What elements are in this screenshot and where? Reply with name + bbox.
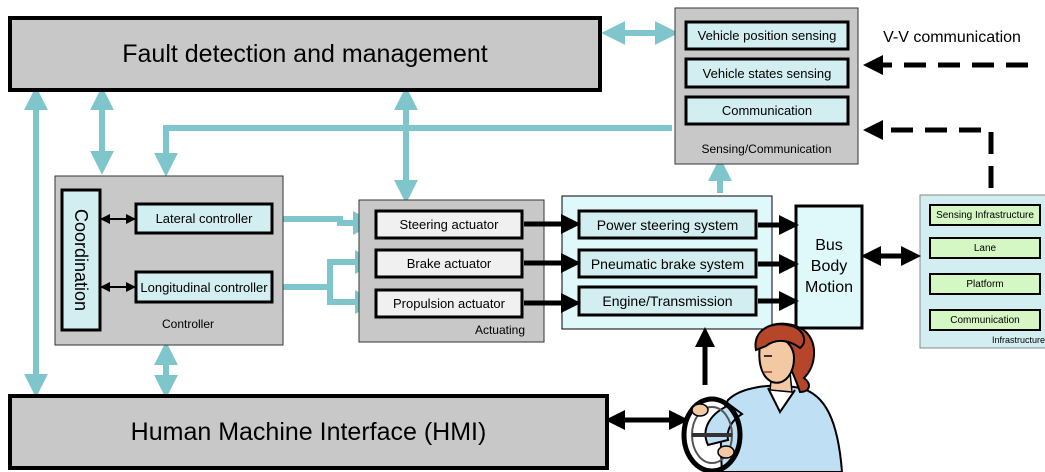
sensing-item-2: Vehicle states sensing bbox=[702, 65, 832, 81]
actuator-label-2: Brake actuator bbox=[406, 256, 492, 271]
coordination-label: Coordination bbox=[71, 208, 92, 312]
system-label-1: Power steering system bbox=[596, 216, 739, 233]
sensing-caption: Sensing/Communication bbox=[701, 142, 832, 156]
driver-illustration bbox=[681, 322, 844, 472]
bus-label-line3: Motion bbox=[804, 279, 854, 296]
arrow-sensing-controller bbox=[154, 125, 672, 177]
infrastructure-caption: Infrastructure bbox=[991, 335, 1045, 345]
longitudinal-label: Longitudinal controller bbox=[140, 279, 268, 295]
sensing-item-3: Communication bbox=[721, 103, 813, 118]
bus-label-line2: Body bbox=[810, 258, 848, 275]
actuator-label-3: Propulsion actuator bbox=[392, 296, 505, 311]
infra-dashed-arrow bbox=[863, 120, 994, 188]
sensing-item-box-3 bbox=[684, 95, 850, 126]
hmi-box bbox=[8, 394, 609, 470]
infra-label-3: Platform bbox=[966, 278, 1004, 290]
arrow-long-propulsion bbox=[274, 284, 379, 314]
bus-label-line1: Bus bbox=[815, 237, 843, 254]
fault-title: Fault detection and management bbox=[122, 39, 488, 68]
lateral-label: Lateral controller bbox=[155, 211, 253, 226]
sensing-item-1: Vehicle position sensing bbox=[697, 28, 837, 43]
sensing-item-box-2 bbox=[684, 57, 850, 89]
infra-box-2 bbox=[929, 237, 1041, 259]
longitudinal-box bbox=[134, 270, 274, 304]
actuating-caption: Actuating bbox=[474, 323, 526, 337]
actuator-label-1: Steering actuator bbox=[399, 217, 499, 232]
infra-label-4: Communication bbox=[950, 314, 1020, 326]
lateral-box bbox=[134, 202, 274, 235]
controller-caption: Controller bbox=[161, 317, 215, 331]
infra-box-1 bbox=[929, 204, 1041, 226]
system-box-2 bbox=[577, 248, 758, 279]
coordination-box bbox=[60, 188, 102, 332]
teal-connectors bbox=[24, 21, 732, 399]
black-connectors bbox=[100, 55, 1028, 430]
actuator-box-1 bbox=[374, 209, 524, 240]
bus-box bbox=[794, 204, 864, 330]
system-box-3 bbox=[577, 285, 758, 317]
arrow-lateral-steering bbox=[274, 211, 377, 235]
arrow-long-brake bbox=[274, 250, 379, 290]
actuator-box-2 bbox=[374, 248, 524, 279]
system-label-3: Engine/Transmission bbox=[602, 293, 733, 309]
sensing-item-box-1 bbox=[684, 20, 850, 51]
fault-box bbox=[8, 16, 602, 92]
infra-label-1: Sensing Infrastructure bbox=[936, 209, 1034, 221]
actuator-box-3 bbox=[374, 288, 524, 319]
infra-box-4 bbox=[929, 309, 1041, 331]
system-label-2: Pneumatic brake system bbox=[590, 255, 745, 272]
infra-box-3 bbox=[929, 273, 1041, 295]
infra-label-2: Lane bbox=[973, 242, 997, 254]
hmi-title: Human Machine Interface (HMI) bbox=[130, 417, 487, 446]
vv-label: V-V communication bbox=[883, 29, 1021, 46]
